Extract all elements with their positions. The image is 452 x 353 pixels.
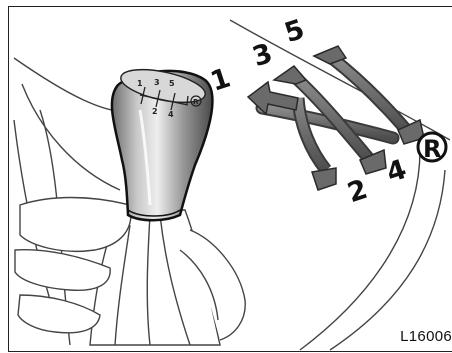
figure-code: L16006 [400, 328, 452, 345]
figure-frame [8, 6, 452, 352]
